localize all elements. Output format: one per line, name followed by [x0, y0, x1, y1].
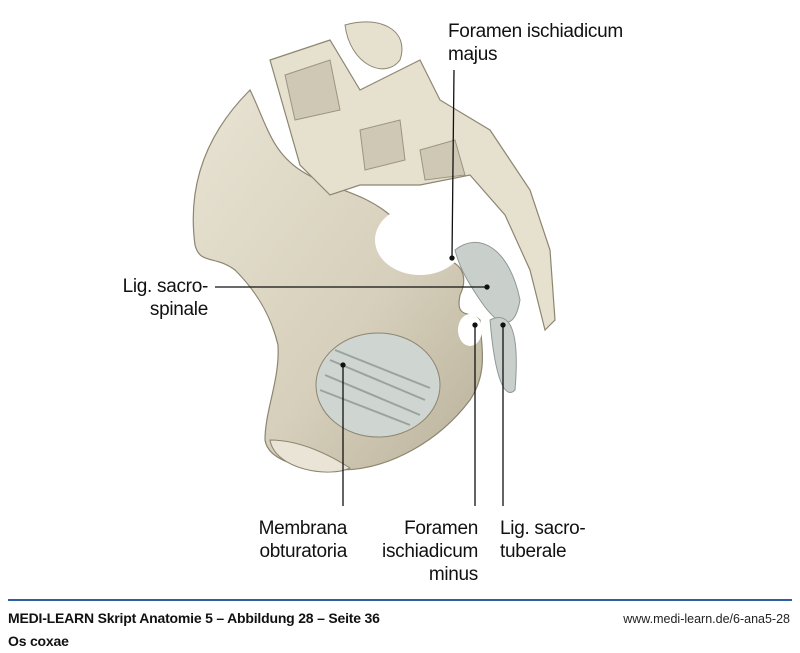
footer-divider	[8, 599, 792, 601]
label-line: Foramen ischiadicum	[448, 21, 623, 42]
label-line: Lig. sacro-	[500, 518, 586, 539]
label-membrana-obturatoria: Membrana obturatoria	[258, 517, 348, 563]
label-line: spinale	[149, 299, 208, 320]
footer-subtitle: Os coxae	[8, 633, 69, 649]
ligaments	[454, 241, 521, 393]
foramen-majus-opening	[375, 205, 465, 275]
label-line: minus	[428, 564, 478, 585]
label-line: majus	[448, 44, 498, 65]
label-line: Lig. sacro-	[122, 276, 209, 297]
hip-bone	[192, 88, 484, 473]
footer-title: MEDI-LEARN Skript Anatomie 5 – Abbildung…	[8, 610, 380, 626]
label-foramen-ischiadicum-majus: Foramen ischiadicum majus	[448, 20, 623, 66]
sacrum	[269, 21, 556, 332]
label-foramen-ischiadicum-minus: Foramen ischiadicum minus	[382, 517, 478, 586]
label-line: obturatoria	[259, 541, 347, 562]
label-lig-sacrospinale: Lig. sacro- spinale	[122, 275, 209, 321]
label-line: tuberale	[500, 541, 567, 562]
footer-url[interactable]: www.medi-learn.de/6-ana5-28	[623, 612, 790, 626]
label-lig-sacrotuberale: Lig. sacro- tuberale	[500, 517, 586, 563]
label-line: Foramen	[404, 518, 478, 539]
leader-lines	[215, 69, 506, 506]
os-coxae-illustration	[192, 21, 556, 506]
label-line: Membrana	[258, 518, 348, 539]
label-line: ischiadicum	[382, 541, 478, 562]
